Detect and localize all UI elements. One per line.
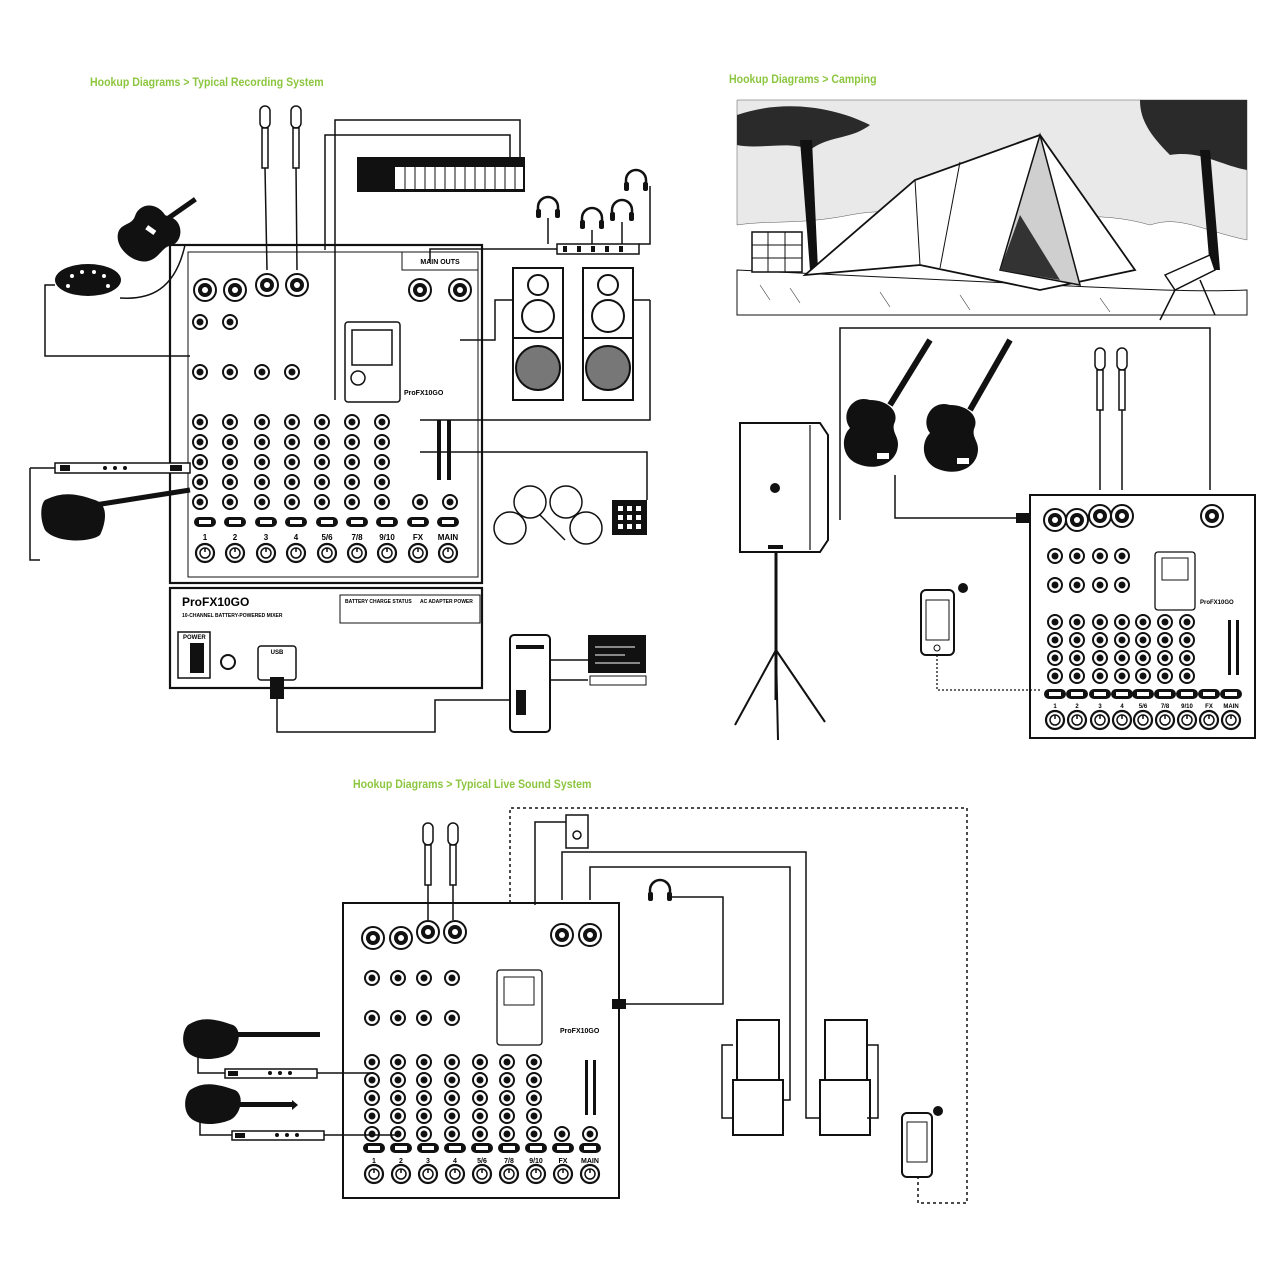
power-label: POWER [183, 635, 206, 641]
ch-label: FX [1205, 704, 1213, 710]
ch-label: MAIN [581, 1158, 599, 1165]
ch-label: 7/8 [351, 533, 363, 542]
ch-label: 2 [399, 1158, 403, 1165]
ch-label: 4 [453, 1158, 457, 1165]
recording-diagram: MAIN OUTS ProFX10GO 1 [29, 105, 651, 733]
ch-label: 5/6 [477, 1158, 487, 1165]
channel-labels-recording: 1 2 3 4 5/6 7/8 9/10 FX MAIN [203, 533, 459, 542]
ch-label: MAIN [1223, 704, 1238, 710]
ch-label: FX [413, 533, 424, 542]
bluetooth-icon [933, 1106, 943, 1116]
acoustic-guitar-1 [843, 338, 933, 467]
electric-guitar-1 [183, 1019, 320, 1060]
header-live: Hookup Diagrams > Typical Live Sound Sys… [353, 777, 592, 791]
ch-label: 2 [233, 533, 238, 542]
camping-diagram: ProFX10GO 1 2 3 4 5/6 7/8 9/10 FX MAIN [734, 99, 1256, 741]
header-camping: Hookup Diagrams > Camping [729, 72, 877, 86]
pa-stack-left [732, 1019, 784, 1136]
ch-label: 9/10 [529, 1158, 543, 1165]
electric-guitar-2 [185, 1084, 298, 1125]
ch-label: 7/8 [1161, 704, 1170, 710]
ch-label: 9/10 [1181, 704, 1193, 710]
mixer-brand-camping: ProFX10GO [1200, 600, 1234, 606]
level-row-recording [194, 542, 459, 564]
main-outs-label: MAIN OUTS [420, 259, 460, 266]
ch-label: 2 [1075, 704, 1079, 710]
ch-label: MAIN [438, 533, 459, 542]
mixer-brand-recording: ProFX10GO [404, 390, 444, 397]
ch-label: 1 [1053, 704, 1057, 710]
mixer-brand-live: ProFX10GO [560, 1028, 600, 1035]
acoustic-guitar-2 [923, 338, 1013, 472]
mute-row-recording [194, 517, 459, 527]
ch-label: 3 [264, 533, 269, 542]
ch-label: FX [559, 1158, 568, 1165]
ch-label: 3 [1098, 704, 1102, 710]
usb-label: USB [271, 650, 284, 656]
ch-label: 5/6 [321, 533, 333, 542]
rear-brand: ProFX10GO [182, 595, 249, 609]
ch-label: 7/8 [504, 1158, 514, 1165]
studio-monitor-left [512, 267, 564, 401]
ch-label: 1 [203, 533, 208, 542]
ch-label: 4 [294, 533, 299, 542]
ch-label: 3 [426, 1158, 430, 1165]
pa-stack-right [819, 1019, 871, 1136]
live-diagram: ProFX10GO 1 2 3 4 5/6 7/8 9/10 FX MAIN [183, 807, 968, 1204]
bluetooth-icon [958, 583, 968, 593]
battery-title: BATTERY CHARGE STATUS [345, 599, 412, 605]
studio-monitor-right [582, 267, 634, 401]
ch-label: 1 [372, 1158, 376, 1165]
adapter-title: AC ADAPTER POWER [420, 599, 473, 605]
ch-label: 5/6 [1139, 704, 1148, 710]
ch-label: 4 [1120, 704, 1124, 710]
header-recording: Hookup Diagrams > Typical Recording Syst… [90, 75, 324, 89]
rear-subtitle: 10-CHANNEL BATTERY-POWERED MIXER [182, 613, 283, 619]
ch-label: 9/10 [379, 533, 395, 542]
